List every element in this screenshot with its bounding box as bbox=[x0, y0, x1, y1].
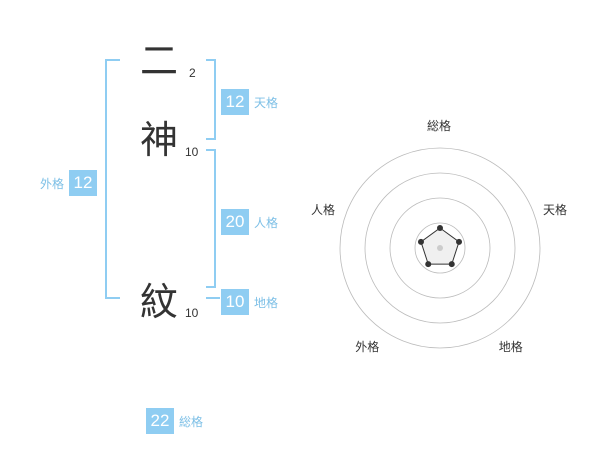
gaikaku-badge: 外格 12 bbox=[40, 170, 98, 196]
chikaku-label: 地格 bbox=[254, 295, 279, 310]
tenkaku-badge: 12 天格 bbox=[221, 89, 278, 115]
jinkaku-label: 人格 bbox=[254, 215, 279, 230]
radar-point-1 bbox=[437, 225, 443, 231]
fortune-radar-chart bbox=[339, 147, 541, 349]
radar-axis-label-3: 地格 bbox=[498, 339, 523, 354]
chikaku-value: 10 bbox=[221, 289, 249, 315]
name-char-3: 紋 bbox=[140, 280, 179, 324]
name-char-3-strokes: 10 bbox=[185, 306, 199, 320]
radar-point-4 bbox=[425, 261, 432, 268]
tenkaku-label: 天格 bbox=[254, 95, 279, 110]
chikaku-badge: 10 地格 bbox=[221, 289, 278, 315]
radar-point-5 bbox=[417, 238, 424, 245]
radar-ring bbox=[339, 147, 541, 349]
soukaku-label: 総格 bbox=[179, 414, 204, 429]
name-char-2-strokes: 10 bbox=[185, 145, 199, 159]
radar-axis-label-5: 人格 bbox=[310, 203, 335, 218]
name-char-1-strokes: 2 bbox=[189, 66, 196, 80]
radar-center-dot bbox=[437, 245, 443, 251]
radar-point-2 bbox=[456, 238, 463, 245]
radar-axis-label-4: 外格 bbox=[355, 339, 380, 354]
radar-point-3 bbox=[448, 261, 455, 268]
soukaku-badge: 22 総格 bbox=[146, 408, 203, 434]
gaikaku-label: 外格 bbox=[40, 176, 65, 191]
gaikaku-value: 12 bbox=[69, 170, 98, 196]
radar-axis-label-1: 総格 bbox=[427, 119, 452, 133]
soukaku-value: 22 bbox=[146, 408, 174, 434]
name-char-2: 神 bbox=[140, 118, 179, 162]
jinkaku-badge: 20 人格 bbox=[221, 209, 278, 235]
jinkaku-value: 20 bbox=[221, 209, 249, 235]
tenkaku-value: 12 bbox=[221, 89, 249, 115]
gaikaku-bracket bbox=[105, 59, 120, 299]
name-char-1: 二 bbox=[140, 39, 179, 83]
radar-axis-label-2: 天格 bbox=[543, 203, 568, 218]
radar-ring bbox=[414, 222, 466, 274]
radar-ring bbox=[364, 172, 516, 324]
radar-ring bbox=[389, 197, 491, 299]
jinkaku-bracket bbox=[206, 149, 216, 288]
tenkaku-bracket bbox=[206, 59, 216, 140]
